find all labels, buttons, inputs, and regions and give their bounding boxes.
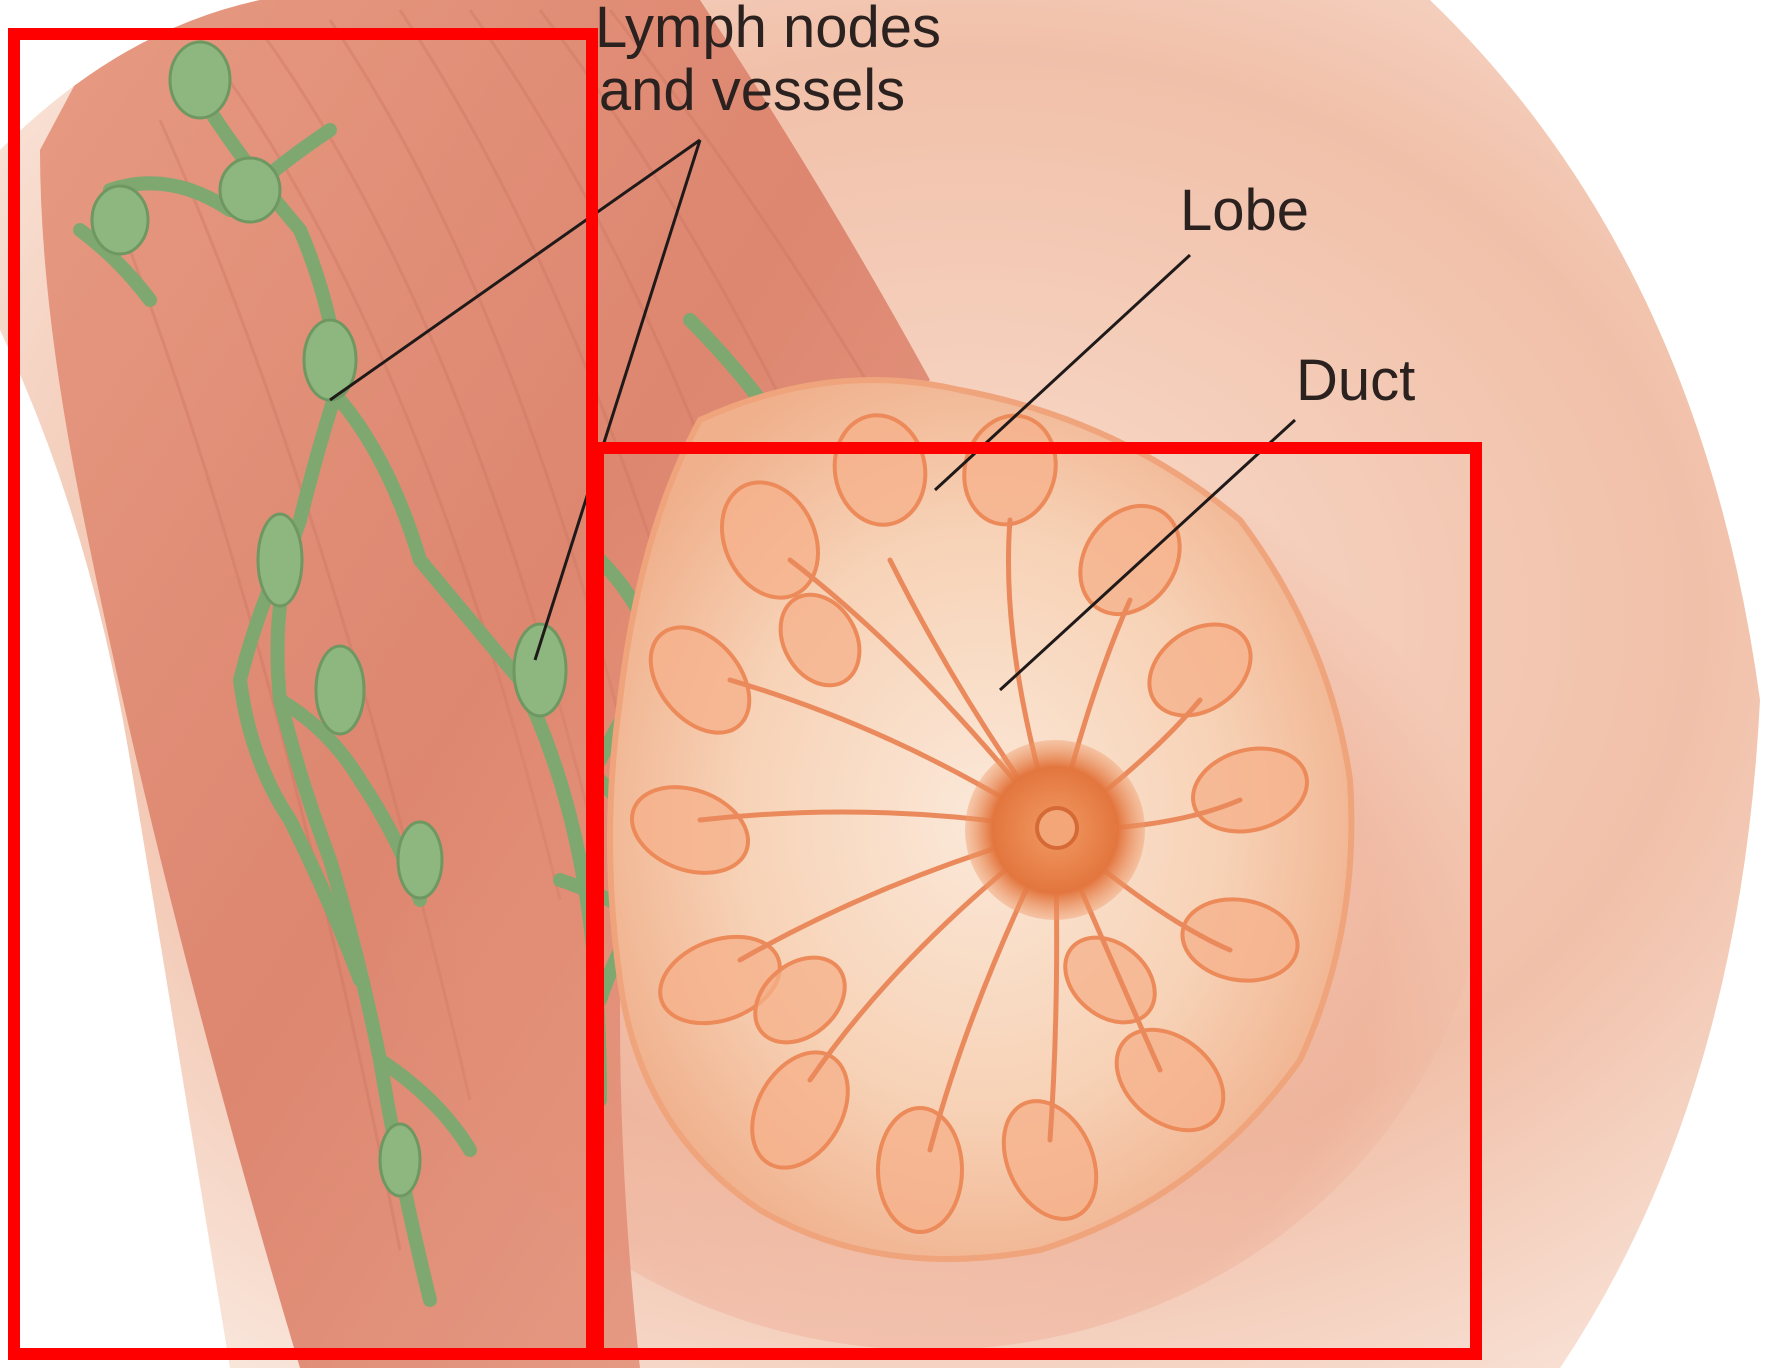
lymph-label-line2: and vessels xyxy=(599,58,905,123)
lobe-label: Lobe xyxy=(1180,178,1309,243)
nipple xyxy=(1037,808,1077,848)
duct-label: Duct xyxy=(1296,348,1415,413)
lymph-label-line1: Lymph nodes xyxy=(595,0,941,60)
